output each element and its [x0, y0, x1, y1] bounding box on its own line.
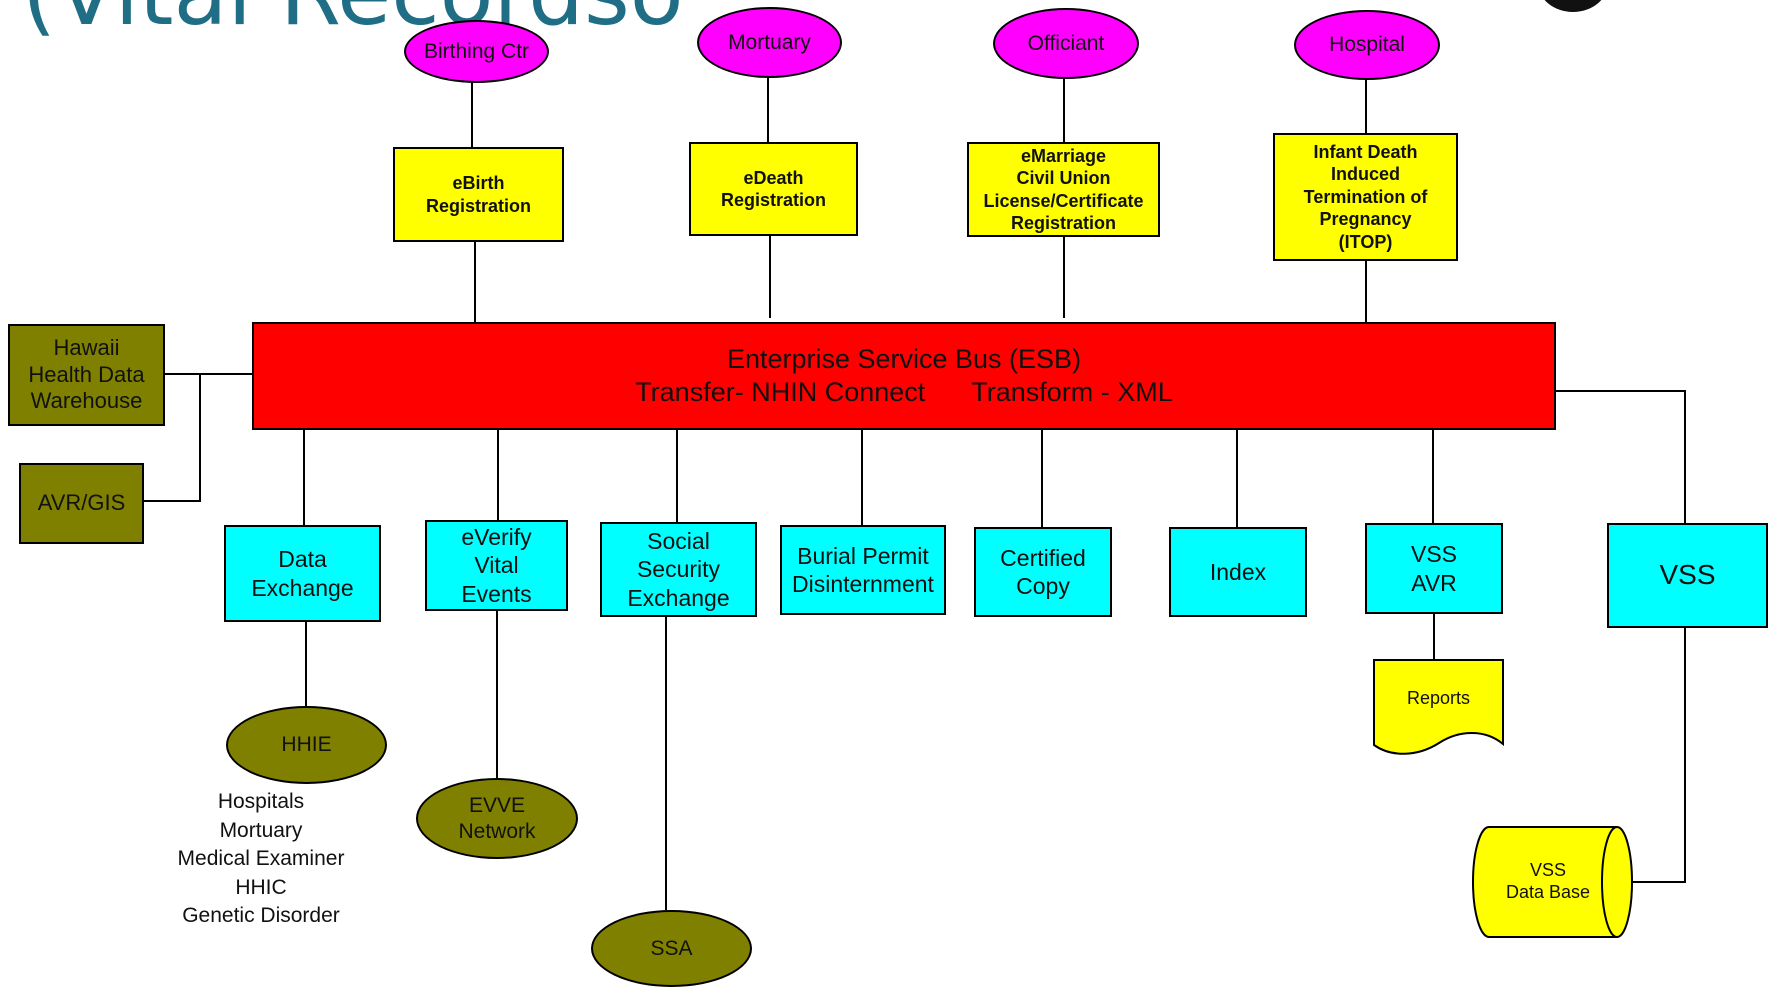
- emarriage-registration-label: eMarriage Civil Union License/Certificat…: [983, 145, 1144, 234]
- mortuary-label: Mortuary: [728, 30, 811, 54]
- hawaii-health-data-warehouse-label: Hawaii Health Data Warehouse: [28, 334, 145, 414]
- avr-gis-label: AVR/GIS: [37, 490, 126, 516]
- vss-database-cylinder: VSS Data Base: [1471, 825, 1634, 939]
- hhie-partner: Mortuary: [219, 818, 303, 842]
- esb-transform: Transform - XML: [971, 377, 1173, 407]
- data-exchange-label: Data Exchange: [251, 546, 354, 601]
- reports-label: Reports: [1406, 688, 1471, 709]
- reports-document-shape: [1373, 659, 1504, 755]
- vss-database-label: VSS Data Base: [1505, 860, 1591, 902]
- mortuary-ellipse: Mortuary: [697, 7, 842, 78]
- vss-database-text-area: VSS Data Base: [1479, 825, 1617, 939]
- hhie-label: HHIE: [281, 733, 332, 757]
- enterprise-service-bus: Enterprise Service Bus (ESB) Transfer- N…: [252, 322, 1556, 430]
- esb-title: Enterprise Service Bus (ESB): [726, 344, 1082, 375]
- connector-avr-gis: [143, 374, 201, 502]
- ebirth-registration-label: eBirth Registration: [425, 173, 531, 216]
- vss-database-shape: [1472, 826, 1633, 938]
- hhie-partner-list: Hospitals Mortuary Medical Examiner HHIC…: [140, 788, 382, 931]
- hhie-ellipse: HHIE: [226, 706, 387, 784]
- index-label: Index: [1209, 558, 1267, 585]
- everify-vital-events-box: eVerify Vital Events: [425, 520, 568, 611]
- ssa-ellipse: SSA: [591, 910, 752, 987]
- ebirth-registration-box: eBirth Registration: [393, 147, 564, 242]
- esb-transfer: Transfer- NHIN Connect: [635, 377, 926, 407]
- reports-text-area: Reports: [1373, 659, 1504, 739]
- certified-copy-box: Certified Copy: [974, 527, 1112, 617]
- birthing-ctr-label: Birthing Ctr: [423, 39, 530, 63]
- burial-permit-label: Burial Permit Disinternment: [792, 542, 934, 597]
- itop-registration-box: Infant Death Induced Termination of Preg…: [1273, 133, 1458, 261]
- social-security-exchange-label: Social Security Exchange: [627, 528, 730, 611]
- connector-vss: [1555, 390, 1686, 523]
- reports-document: Reports: [1373, 659, 1504, 759]
- hhie-partner: Hospitals: [217, 790, 305, 813]
- burial-permit-box: Burial Permit Disinternment: [780, 525, 946, 615]
- vss-label: VSS: [1659, 559, 1716, 591]
- social-security-exchange-box: Social Security Exchange: [600, 522, 757, 617]
- evve-network-label: EVVE Network: [458, 793, 536, 843]
- evve-network-ellipse: EVVE Network: [416, 778, 578, 859]
- officiant-label: Officiant: [1027, 31, 1105, 55]
- officiant-ellipse: Officiant: [993, 8, 1139, 79]
- hawaii-health-data-warehouse: Hawaii Health Data Warehouse: [8, 324, 165, 426]
- everify-vital-events-label: eVerify Vital Events: [461, 524, 532, 607]
- avr-gis-box: AVR/GIS: [19, 463, 144, 544]
- hhie-partner: Genetic Disorder: [182, 904, 340, 927]
- hospital-ellipse: Hospital: [1294, 10, 1440, 80]
- vss-avr-box: VSS AVR: [1365, 523, 1503, 614]
- ssa-label: SSA: [650, 936, 693, 960]
- edeath-registration-label: eDeath Registration: [720, 167, 826, 211]
- edeath-registration-box: eDeath Registration: [689, 142, 858, 236]
- esb-subtitle-row: Transfer- NHIN Connect Transform - XML: [635, 376, 1173, 409]
- itop-registration-label: Infant Death Induced Termination of Preg…: [1303, 141, 1428, 252]
- emarriage-registration-box: eMarriage Civil Union License/Certificat…: [967, 142, 1160, 237]
- certified-copy-label: Certified Copy: [1000, 544, 1086, 599]
- data-exchange-box: Data Exchange: [224, 525, 381, 622]
- vss-box: VSS: [1607, 523, 1768, 628]
- connector-vss-db: [1630, 628, 1686, 883]
- birthing-ctr-ellipse: Birthing Ctr: [404, 20, 549, 83]
- page-title: (Vital Recordso: [22, 0, 684, 38]
- hospital-label: Hospital: [1329, 33, 1405, 57]
- index-box: Index: [1169, 527, 1307, 617]
- vss-avr-label: VSS AVR: [1410, 541, 1458, 596]
- hhie-partner: HHIC: [235, 875, 287, 899]
- hhie-partner: Medical Examiner: [177, 847, 345, 870]
